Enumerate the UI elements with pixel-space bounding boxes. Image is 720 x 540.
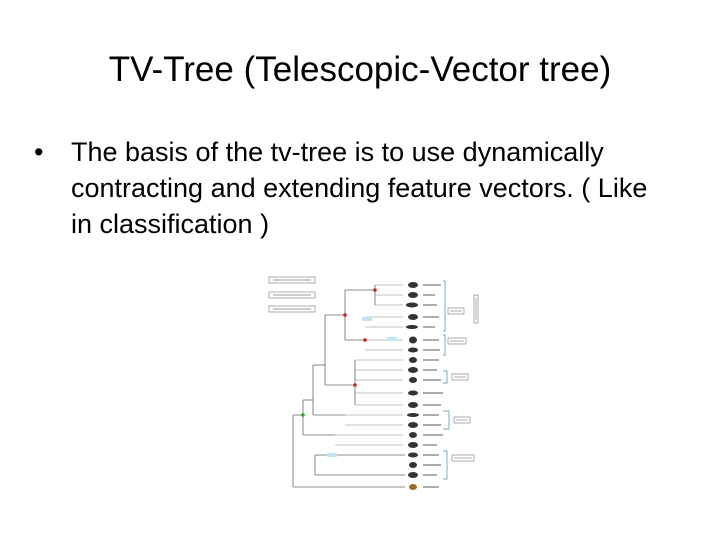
phylogenetic-tree-drawing bbox=[255, 275, 485, 500]
phylogenetic-tree-image bbox=[255, 275, 485, 500]
bullet-marker: • bbox=[34, 134, 43, 170]
bullet-text: The basis of the tv-tree is to use dynam… bbox=[71, 134, 671, 242]
slide-title: TV-Tree (Telescopic-Vector tree) bbox=[0, 44, 720, 96]
